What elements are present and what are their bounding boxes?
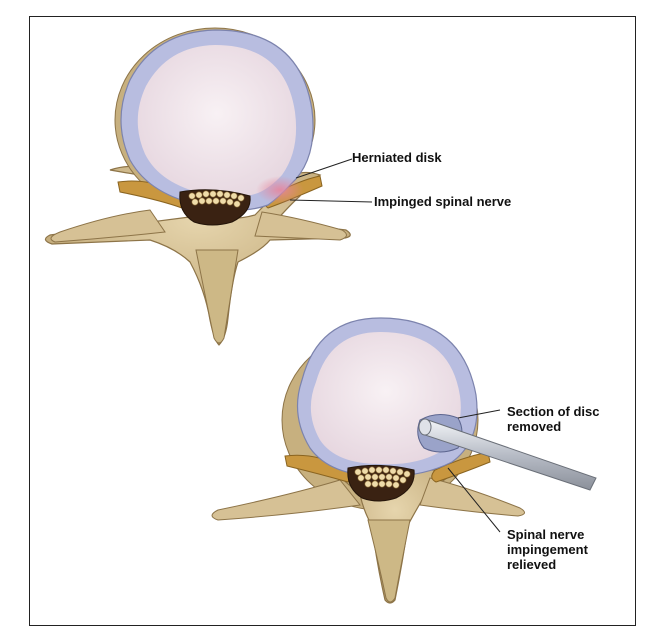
- top-spinous-process: [196, 250, 238, 343]
- top-vertebra: [45, 28, 372, 345]
- callout-section-of-disc-removed: Section of disc removed: [507, 404, 599, 434]
- callout-herniated-disk: Herniated disk: [352, 150, 442, 165]
- callout-impinged-spinal-nerve: Impinged spinal nerve: [374, 194, 511, 209]
- bottom-transverse-right: [420, 478, 525, 516]
- top-impinged-leader: [290, 200, 372, 202]
- callout-spinal-nerve-impingement-relieved: Spinal nerve impingement relieved: [507, 527, 588, 572]
- top-transverse-right: [255, 212, 347, 240]
- bottom-transverse-left: [212, 480, 360, 520]
- bottom-spinous-process: [368, 520, 410, 602]
